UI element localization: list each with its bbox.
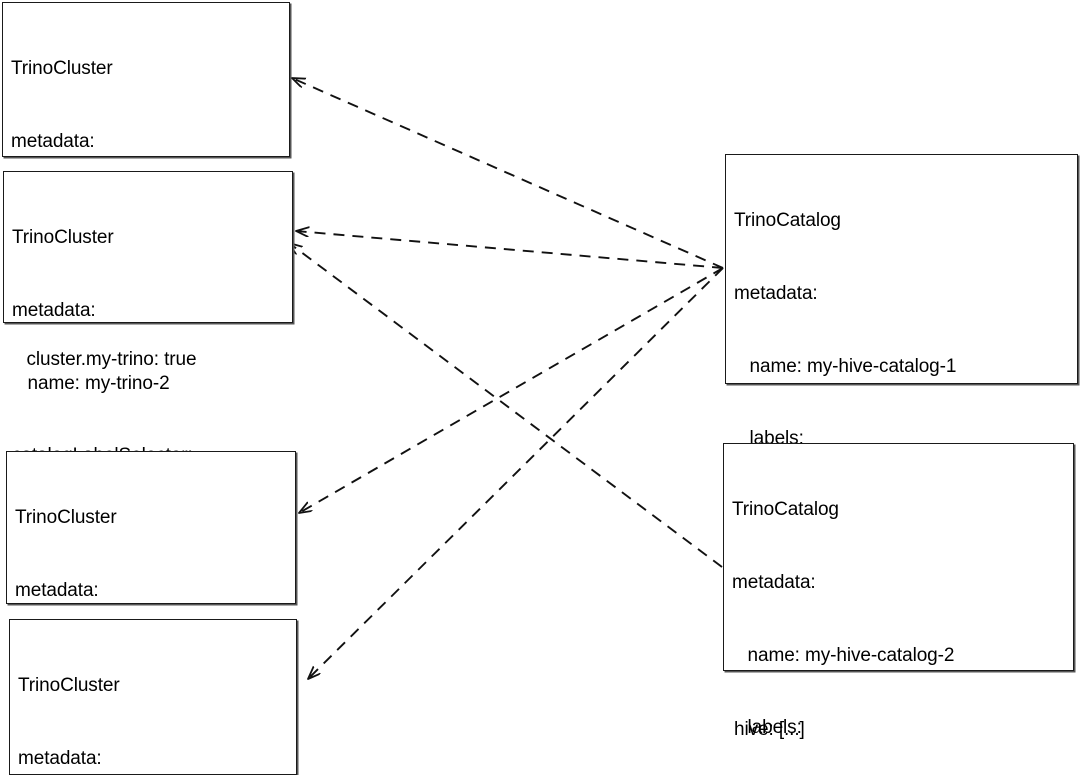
node-trinocluster-my-trino-green[interactable]: TrinoCluster metadata: name: my-trino-gr… — [9, 619, 297, 775]
edge-catalog1-to-my-trino-green — [308, 267, 724, 679]
node-line: name: my-hive-catalog-2 — [732, 644, 955, 666]
node-line: metadata: — [734, 283, 818, 305]
node-line: metadata: — [15, 580, 99, 602]
edge-catalog2-to-my-trino-2 — [289, 243, 723, 568]
node-trinocatalog-my-hive-catalog-2[interactable]: TrinoCatalog metadata: name: my-hive-cat… — [723, 443, 1074, 738]
node-line: TrinoCluster — [15, 507, 117, 529]
node-trinocluster-my-trino-blue[interactable]: TrinoCluster metadata: name: my-trino-bl… — [6, 451, 296, 746]
node-line: name: my-trino-2 — [12, 372, 170, 394]
node-line: metadata: — [12, 300, 96, 322]
node-line: TrinoCatalog — [734, 210, 841, 232]
node-line: metadata: — [11, 131, 95, 153]
node-body: TrinoCluster metadata: name: my-trino-gr… — [18, 626, 296, 775]
node-line: metadata: — [18, 748, 102, 770]
node-line: TrinoCluster — [18, 675, 120, 697]
node-line: name: my-hive-catalog-1 — [734, 355, 957, 377]
node-line: hive: [...] — [734, 718, 805, 740]
edge-catalog1-to-my-trino-blue — [299, 267, 724, 513]
edge-catalog1-to-my-trino — [292, 78, 724, 269]
edge-catalog1-to-my-trino-2 — [296, 231, 724, 269]
node-line: TrinoCatalog — [732, 499, 839, 521]
node-line: cluster.my-trino: true — [11, 348, 197, 370]
node-trinocluster-my-trino[interactable]: TrinoCluster metadata: name: my-trino ca… — [2, 2, 290, 370]
node-line: TrinoCluster — [12, 227, 114, 249]
node-line: labels: — [732, 717, 802, 739]
node-line: TrinoCluster — [11, 58, 113, 80]
node-trinocluster-my-trino-2[interactable]: TrinoCluster metadata: name: my-trino-2 … — [3, 171, 293, 539]
node-body: TrinoCatalog metadata: name: my-hive-cat… — [732, 450, 1073, 775]
node-trinocatalog-my-hive-catalog-1[interactable]: TrinoCatalog metadata: name: my-hive-cat… — [725, 154, 1078, 740]
node-line: metadata: — [732, 572, 816, 594]
